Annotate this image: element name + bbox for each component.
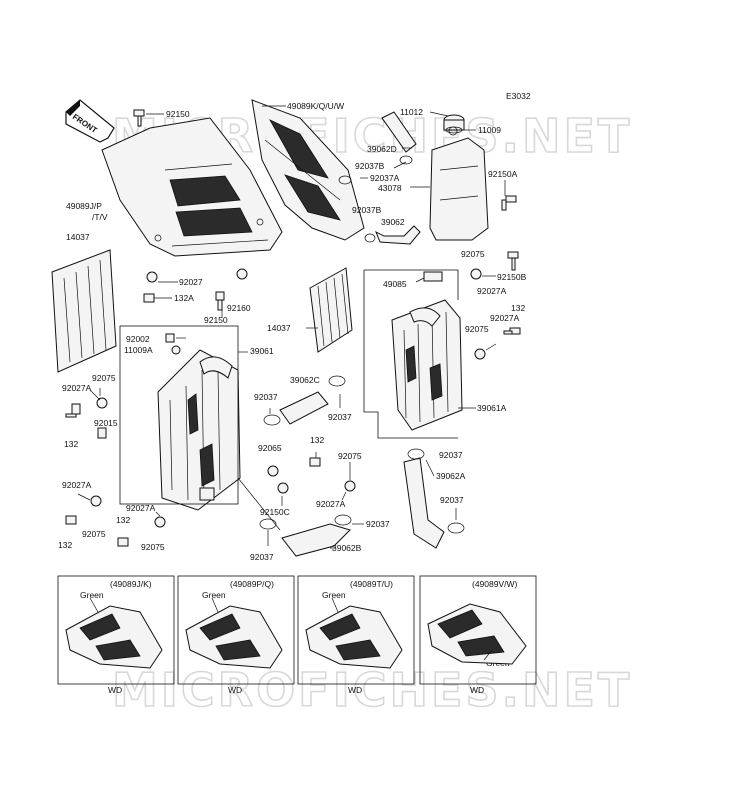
callout-11012: 11012 — [400, 107, 423, 117]
callout-92037a-top: 92037A — [370, 173, 400, 183]
callout-92037b-top: 92037B — [355, 161, 385, 171]
callout-92037-a: 92037 — [254, 392, 278, 402]
hose-39062c — [279, 391, 329, 425]
callout-11009a: 11009A — [124, 345, 153, 355]
callout-92027a-mid: 92027A — [316, 499, 346, 509]
callout-92027a-right2: 92027A — [490, 313, 520, 323]
variant-color-1: Green — [80, 590, 104, 600]
callout-43078: 43078 — [378, 183, 402, 193]
callout-92037-f: 92037 — [250, 552, 274, 562]
reference-code: E3032 — [506, 91, 531, 101]
callout-11009: 11009 — [478, 125, 501, 135]
variant-panel-2: (49089P/Q) Green WD — [177, 575, 295, 695]
callout-39061: 39061 — [250, 346, 274, 356]
callout-39062b: 39062B — [332, 543, 362, 553]
variant-panel-3: (49089T/U) Green WD — [297, 575, 415, 695]
variant-footer-1: WD — [108, 685, 122, 695]
callout-92037b-mid: 92037B — [352, 205, 382, 215]
watermark-bottom: MICROFICHES.NET — [112, 663, 632, 717]
callout-132-left1: 132 — [64, 439, 78, 449]
callout-132-left3: 132 — [58, 540, 72, 550]
callout-92150: 92150 — [166, 109, 190, 119]
callout-49089tv: /T/V — [92, 212, 108, 222]
variant-code-1: (49089J/K) — [110, 579, 152, 589]
reservoir-tank — [429, 114, 489, 241]
radiator-guard-center — [309, 267, 353, 353]
callout-132-mid: 132 — [310, 435, 324, 445]
callout-92037-c: 92037 — [439, 450, 463, 460]
left-shroud — [101, 117, 283, 257]
callout-92027a-right1: 92027A — [477, 286, 507, 296]
callout-92150-lower: 92150 — [204, 315, 228, 325]
variant-code-3: (49089T/U) — [350, 579, 393, 589]
part-callouts: 92150 49089K/Q/U/W 11012 11009 39062D 92… — [58, 101, 527, 562]
callout-92150c: 92150C — [260, 507, 290, 517]
callout-92037-e: 92037 — [366, 519, 390, 529]
variant-panel-1: (49089J/K) Green WD — [57, 575, 175, 695]
callout-92075-f: 92075 — [141, 542, 165, 552]
callout-14037-left: 14037 — [66, 232, 90, 242]
callout-92015: 92015 — [94, 418, 118, 428]
callout-49089jp: 49089J/P — [66, 201, 102, 211]
clamp-icons — [259, 155, 465, 534]
callout-49089kquw: 49089K/Q/U/W — [287, 101, 344, 111]
variant-color-3: Green — [322, 590, 346, 600]
variant-footer-3: WD — [348, 685, 362, 695]
right-radiator-box — [363, 269, 459, 439]
callout-132-left2: 132 — [116, 515, 130, 525]
callout-132a: 132A — [174, 293, 194, 303]
front-arrow-icon: FRONT — [65, 99, 115, 143]
leader-lines — [77, 105, 506, 549]
callout-92027a-left2: 92027A — [62, 480, 92, 490]
right-shroud — [251, 99, 365, 241]
callout-92037-d: 92037 — [440, 495, 464, 505]
right-radiator — [391, 299, 463, 431]
callout-49085: 49085 — [383, 279, 407, 289]
left-radiator-box — [119, 325, 239, 505]
callout-92075-c: 92075 — [92, 373, 116, 383]
variant-color-2: Green — [202, 590, 226, 600]
callout-92075-b: 92075 — [465, 324, 489, 334]
callout-92065: 92065 — [258, 443, 282, 453]
variant-panel-4: (49089V/W) Green WD — [419, 575, 537, 695]
callout-92150a: 92150A — [488, 169, 518, 179]
callout-132-right: 132 — [511, 303, 525, 313]
callout-14037-center: 14037 — [267, 323, 291, 333]
variant-footer-4: WD — [470, 685, 484, 695]
radiator-guard-left — [51, 249, 117, 373]
callout-92150b: 92150B — [497, 272, 527, 282]
callout-39061a: 39061A — [477, 403, 507, 413]
callout-92027a-left3: 92027A — [126, 503, 156, 513]
variant-code-4: (49089V/W) — [472, 579, 518, 589]
callout-39062: 39062 — [381, 217, 405, 227]
hose-39062 — [375, 225, 421, 245]
callout-92075-e: 92075 — [82, 529, 106, 539]
callout-92027a-left1: 92027A — [62, 383, 92, 393]
callout-92027: 92027 — [179, 277, 203, 287]
callout-92037-b: 92037 — [328, 412, 352, 422]
left-radiator — [157, 349, 241, 511]
callout-39062d: 39062D — [367, 144, 397, 154]
callout-39062a: 39062A — [436, 471, 466, 481]
hose-39062d — [381, 111, 417, 153]
callout-92075-a: 92075 — [461, 249, 485, 259]
variant-code-2: (49089P/Q) — [230, 579, 274, 589]
washer-icons — [90, 126, 486, 528]
callout-39062c: 39062C — [290, 375, 320, 385]
callout-92002: 92002 — [126, 334, 150, 344]
bolt-icons — [65, 109, 521, 547]
variant-footer-2: WD — [228, 685, 242, 695]
hose-39062b — [281, 523, 351, 557]
callout-92160: 92160 — [227, 303, 251, 313]
callout-92075-d: 92075 — [338, 451, 362, 461]
